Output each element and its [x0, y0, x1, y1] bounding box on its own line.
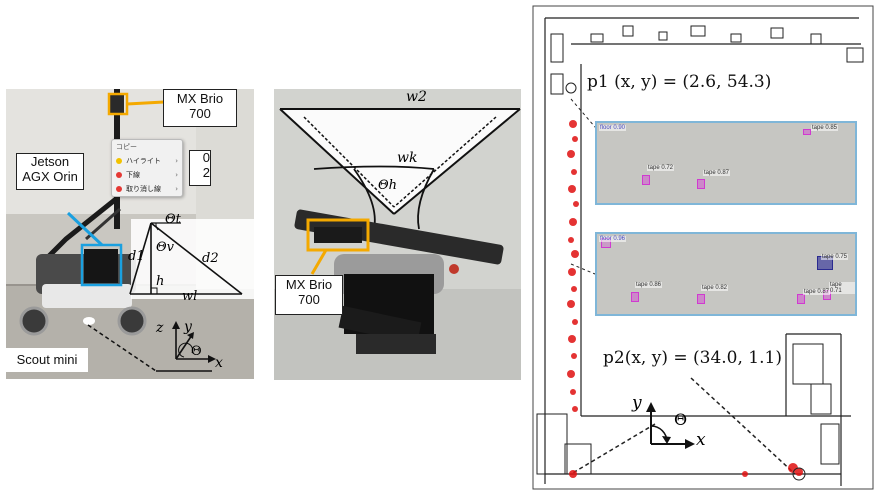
detection-box — [797, 294, 805, 304]
wk-symbol: wk — [397, 150, 418, 166]
detection-label: tape 0.82 — [701, 285, 729, 291]
partial-label: 0 2 — [189, 150, 211, 186]
detection-label: tape 0.72 — [647, 165, 675, 171]
partial-label-line2: 2 — [202, 164, 210, 180]
camera-label-line1: MX Brio — [176, 91, 224, 106]
robot-top-view-drawing — [274, 89, 521, 380]
w2-symbol: w2 — [406, 89, 427, 105]
underline-color-icon — [116, 172, 122, 178]
camera-callout-label: MX Brio 700 — [163, 89, 237, 127]
context-menu-item-strikethrough[interactable]: 取り消し線 › — [112, 182, 182, 196]
d2-symbol: d2 — [202, 251, 219, 266]
detection-label: tape 0.85 — [811, 125, 839, 131]
context-menu-item-label: 取り消し線 — [126, 185, 161, 193]
theta-v-symbol: Θv — [156, 240, 175, 255]
p2-formula: p2(x, y) = (34.0, 1.1) — [603, 348, 782, 368]
top-camera-callout-label: MX Brio 700 — [275, 275, 343, 315]
theta-symbol: Θ — [191, 344, 202, 359]
detection-label: floor 0.96 — [599, 236, 627, 242]
jetson-label-line1: Jetson — [30, 154, 70, 169]
detection-label: floor 0.90 — [599, 125, 627, 131]
h-symbol: h — [156, 274, 165, 289]
chevron-right-icon: › — [175, 185, 178, 193]
chevron-right-icon: › — [175, 157, 178, 165]
detection-label: tape 0.87 — [803, 289, 831, 295]
chevron-right-icon: › — [175, 171, 178, 179]
top-camera-label-line2: 700 — [298, 291, 320, 307]
d1-symbol: d1 — [128, 249, 145, 264]
partial-label-line1: 0 — [202, 150, 210, 165]
theta-t-symbol: Θt — [165, 212, 181, 227]
detection-box — [697, 179, 705, 189]
context-menu-item-highlight[interactable]: ハイライト › — [112, 154, 182, 168]
highlight-color-icon — [116, 158, 122, 164]
floor-map-drawing — [532, 5, 874, 490]
context-menu: コピー ハイライト › 下線 › 取り消し線 › — [111, 139, 183, 197]
y-axis-label: y — [184, 319, 192, 335]
detection-box — [631, 292, 639, 302]
context-menu-item-label: ハイライト — [126, 157, 161, 165]
wl-symbol: wl — [182, 289, 198, 304]
x-axis-label: x — [215, 355, 223, 371]
robot-top-view-photo: MX Brio 700 w2 wk Θh — [274, 89, 521, 380]
theta-h-symbol: Θh — [378, 178, 398, 193]
map-y-axis-label: y — [632, 393, 642, 413]
detection-label: tape 0.86 — [635, 282, 663, 288]
context-menu-item-underline[interactable]: 下線 › — [112, 168, 182, 182]
strikethrough-color-icon — [116, 186, 122, 192]
detection-label: tape 0.87 — [703, 170, 731, 176]
z-axis-label: z — [156, 320, 164, 336]
scout-mini-label: Scout mini — [6, 348, 88, 372]
camera-label-line2: 700 — [189, 105, 211, 121]
map-theta-label: Θ — [674, 410, 688, 429]
context-menu-item-label: 下線 — [126, 171, 140, 179]
detection-box — [697, 294, 705, 304]
map-x-axis-label: x — [696, 430, 706, 450]
robot-side-view-photo: MX Brio 700 0 2 Jetson AGX Orin Scout mi… — [6, 89, 254, 379]
detection-image-bottom: floor 0.96 tape 0.75 tape 0.86 tape 0.82… — [595, 232, 857, 316]
top-camera-label-line1: MX Brio — [285, 277, 333, 292]
jetson-callout-label: Jetson AGX Orin — [16, 153, 84, 190]
robot-side-view-drawing — [6, 89, 254, 379]
detection-box — [642, 175, 650, 185]
p1-formula: p1 (x, y) = (2.6, 54.3) — [587, 72, 772, 92]
detection-label: tape 0.71 — [829, 282, 855, 294]
context-menu-title: コピー — [116, 143, 137, 151]
detection-box — [803, 129, 811, 135]
detection-label: tape 0.75 — [821, 254, 849, 260]
detection-image-top: floor 0.90 tape 0.85 tape 0.72 tape 0.87 — [595, 121, 857, 205]
jetson-label-line2: AGX Orin — [22, 168, 78, 184]
